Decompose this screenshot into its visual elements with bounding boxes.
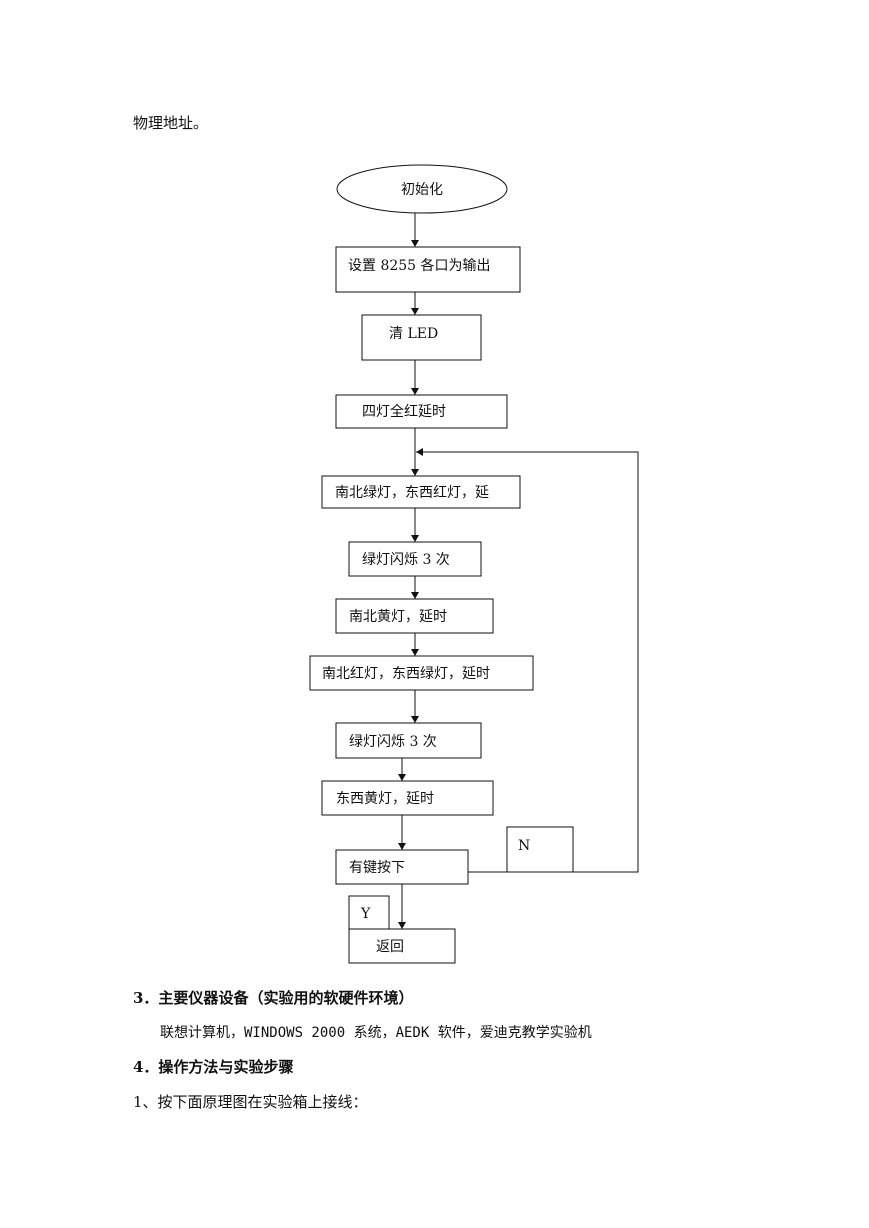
process-label: 东西黄灯，延时	[336, 790, 434, 807]
start-terminal	[336, 164, 508, 214]
process-box	[321, 780, 494, 816]
start-label: 初始化	[401, 181, 443, 198]
decision-box	[335, 849, 469, 885]
process-box	[335, 394, 508, 429]
process-label: 南北黄灯，延时	[349, 608, 447, 625]
process-label: 设置 8255 各口为输出	[348, 258, 491, 274]
process-label: 清 LED	[389, 326, 438, 342]
intro-text: 物理地址。	[133, 114, 209, 132]
process-box	[348, 541, 482, 577]
arrowhead	[411, 535, 419, 542]
arrowhead	[411, 388, 419, 395]
arrowhead	[411, 649, 419, 656]
arrowhead	[411, 240, 419, 247]
section3-body: 联想计算机，WINDOWS 2000 系统，AEDK 软件，爱迪克教学实验机	[160, 1025, 592, 1041]
no-label: N	[518, 838, 530, 854]
section4-step1: 1、按下面原理图在实验箱上接线：	[133, 1093, 368, 1111]
yes-label: Y	[360, 906, 371, 922]
process-box	[335, 246, 521, 293]
section4-heading: 4．操作方法与实验步骤	[133, 1058, 294, 1076]
end-label: 返回	[376, 939, 404, 955]
process-box	[321, 475, 521, 509]
decision-label: 有键按下	[349, 860, 405, 876]
arrowhead	[411, 716, 419, 723]
end-box	[348, 928, 456, 964]
arrowhead	[398, 922, 406, 929]
process-label: 绿灯闪烁 3 次	[362, 552, 450, 568]
process-box	[361, 314, 482, 361]
arrowhead	[398, 774, 406, 781]
process-box	[335, 598, 494, 634]
arrowhead	[416, 448, 423, 456]
arrowhead	[411, 469, 419, 476]
arrowhead	[411, 592, 419, 599]
process-box	[335, 722, 482, 759]
process-label: 南北红灯，东西绿灯，延时	[322, 666, 490, 682]
process-label: 四灯全红延时	[362, 403, 446, 420]
process-label: 南北绿灯，东西红灯，延	[335, 485, 489, 501]
section3-heading: 3．主要仪器设备（实验用的软硬件环境）	[133, 989, 414, 1007]
process-label: 绿灯闪烁 3 次	[349, 734, 437, 750]
arrowhead	[398, 843, 406, 850]
arrowhead	[411, 308, 419, 315]
process-box	[309, 655, 534, 691]
no-label-box	[506, 826, 574, 873]
